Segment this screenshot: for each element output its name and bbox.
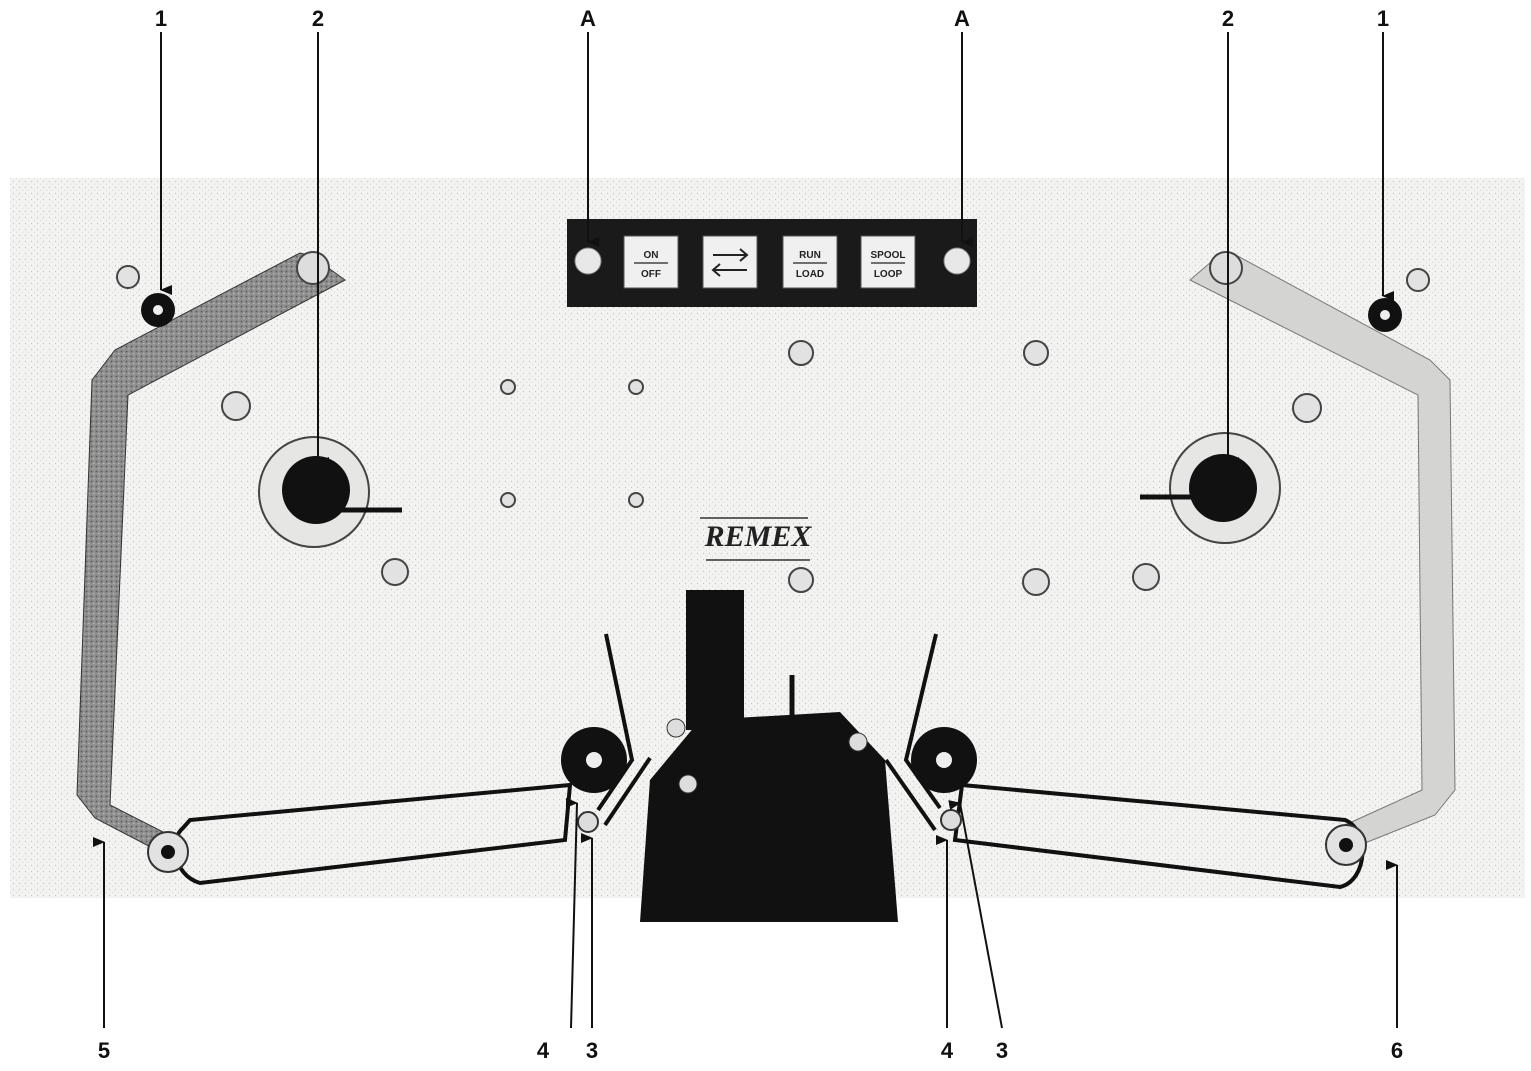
callout-bottom-6: 6 [1391, 1038, 1403, 1063]
on-off-button-bottom-label: OFF [641, 269, 661, 280]
right-reel-knob [1368, 298, 1402, 332]
callout-labels-top: 1 2 A A 2 1 [155, 6, 1389, 31]
indicator-lamp-left [575, 248, 601, 274]
callout-bottom-2: 4 [537, 1038, 550, 1063]
spool-loop-button[interactable]: SPOOL LOOP [861, 236, 915, 288]
callout-top-2: 2 [312, 6, 324, 31]
on-off-button-top-label: ON [644, 250, 659, 261]
callout-top-4: A [954, 6, 970, 31]
control-panel: ON OFF RUN LOAD SPOOL LOOP [567, 219, 977, 307]
direction-button[interactable] [703, 236, 757, 288]
brand-name: REMEX [704, 520, 813, 553]
left-arm-roller [148, 832, 188, 872]
left-reel-knob [141, 293, 175, 327]
run-load-button-top-label: RUN [799, 250, 821, 261]
left-arm-pivot [297, 252, 329, 284]
run-load-button-bottom-label: LOAD [796, 269, 824, 280]
left-capstan-roller [561, 727, 627, 793]
callout-bottom-3: 3 [586, 1038, 598, 1063]
callout-labels-bottom: 5 4 3 4 3 6 [98, 1038, 1403, 1063]
callout-top-6: 1 [1377, 6, 1389, 31]
right-arm-roller [1326, 825, 1366, 865]
run-load-button[interactable]: RUN LOAD [783, 236, 837, 288]
callout-top-1: 1 [155, 6, 167, 31]
callout-bottom-5: 3 [996, 1038, 1008, 1063]
callout-top-5: 2 [1222, 6, 1234, 31]
callout-bottom-1: 5 [98, 1038, 110, 1063]
callout-top-3: A [580, 6, 596, 31]
spool-loop-button-bottom-label: LOOP [874, 269, 903, 280]
callout-bottom-4: 4 [941, 1038, 954, 1063]
right-arm-pivot [1210, 252, 1242, 284]
on-off-button[interactable]: ON OFF [624, 236, 678, 288]
right-capstan-roller [911, 727, 977, 793]
indicator-lamp-right [944, 248, 970, 274]
spool-loop-button-top-label: SPOOL [870, 250, 905, 261]
